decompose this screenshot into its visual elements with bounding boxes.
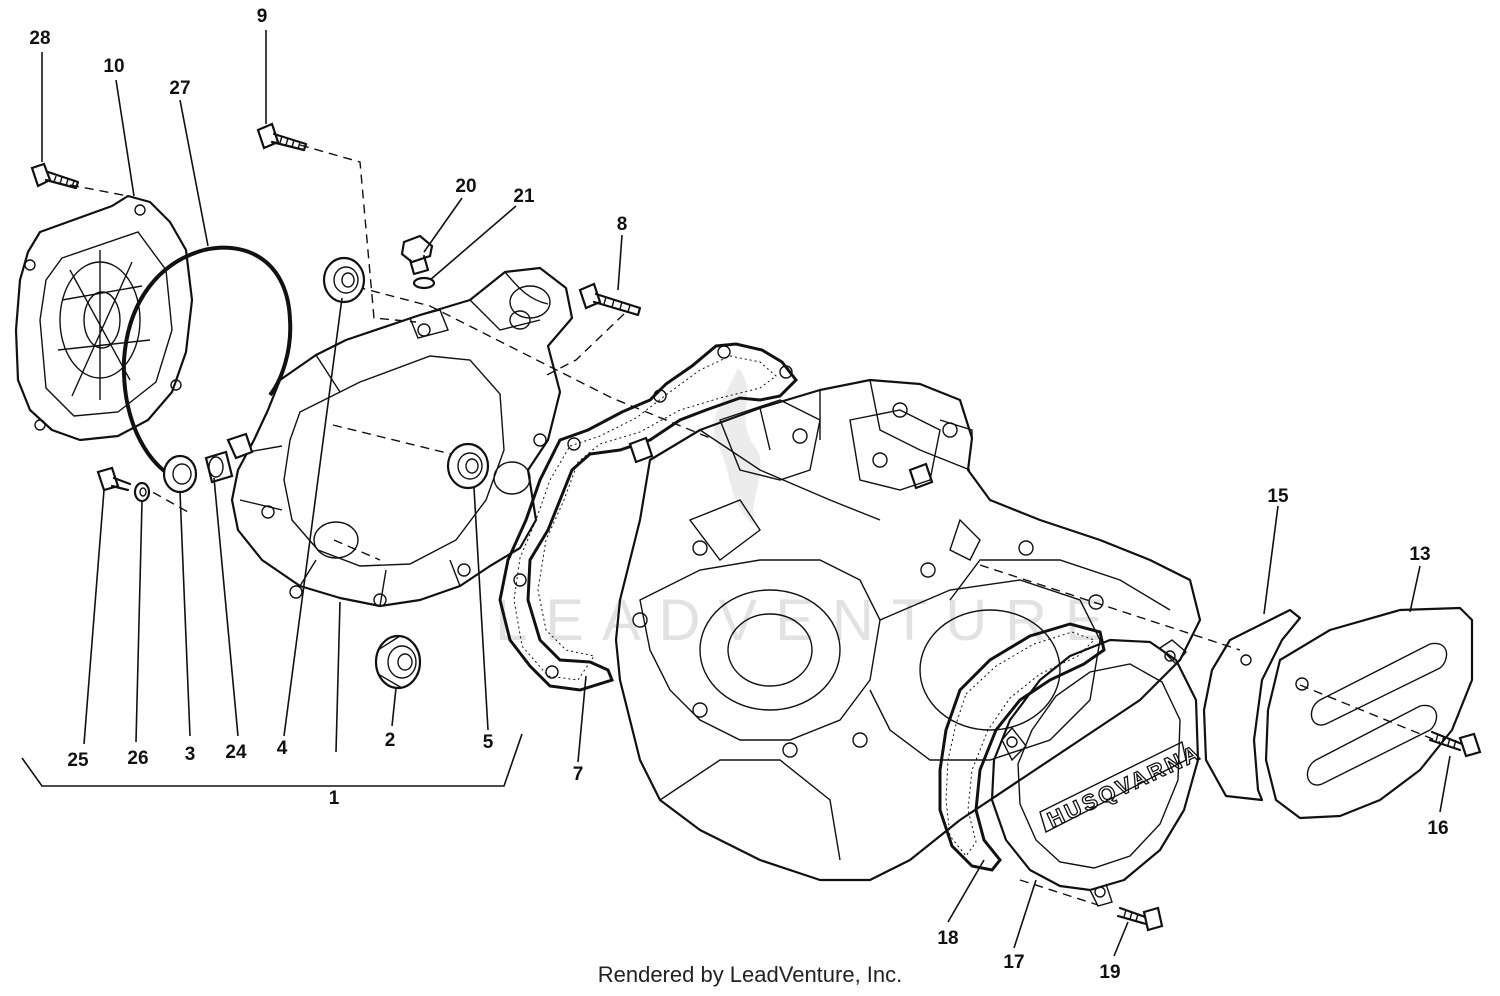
callout-27: 27 (169, 78, 190, 99)
watermark-text: LEADVENTURE (495, 588, 1122, 653)
part-10-outer-cover (14, 194, 194, 442)
part-25-bolt (96, 466, 132, 492)
callout-5: 5 (483, 732, 494, 753)
part-17-ignition-cover: HUSQVARNA (990, 638, 1206, 907)
leader-lines (21, 30, 1451, 957)
callout-2: 2 (385, 730, 396, 751)
callout-25: 25 (67, 750, 89, 771)
part-4-bearing (322, 256, 366, 304)
callout-26: 26 (127, 748, 148, 769)
part-9-bolt (256, 122, 308, 152)
callout-1: 1 (329, 788, 340, 809)
part-2-bearing (374, 634, 422, 690)
part-18-gasket (938, 622, 1106, 872)
callout-9: 9 (257, 6, 268, 27)
part-20-plug (400, 234, 434, 276)
callout-19: 19 (1099, 962, 1120, 983)
callout-24: 24 (225, 742, 247, 763)
part-5-bearing (446, 442, 490, 490)
part-15-gasket-plate (1202, 608, 1302, 802)
dowel-pins (628, 436, 934, 490)
callout-28: 28 (29, 28, 50, 49)
husqvarna-logo: HUSQVARNA (1044, 739, 1206, 832)
callout-16: 16 (1427, 818, 1448, 839)
callout-21: 21 (513, 186, 535, 207)
assembly-lines (69, 144, 1441, 906)
engine-crankcase (614, 378, 1202, 882)
callout-3: 3 (185, 744, 196, 765)
callout-13: 13 (1409, 544, 1430, 565)
callout-17: 17 (1003, 952, 1024, 973)
callout-labels: 28 10 27 9 20 21 8 15 13 16 19 17 18 7 5… (29, 6, 1448, 983)
part-16-bolt (1428, 730, 1482, 758)
callout-18: 18 (937, 928, 958, 949)
part-7-gasket (498, 342, 798, 692)
callout-10: 10 (103, 56, 124, 77)
callout-4: 4 (277, 738, 288, 759)
callout-20: 20 (455, 176, 476, 197)
callout-7: 7 (573, 764, 584, 785)
watermark: LEADVENTURE (495, 368, 1122, 653)
part-8-bolt (578, 282, 642, 317)
part-1-crankcase-cover (230, 266, 574, 608)
callout-8: 8 (617, 214, 628, 235)
part-3-bearing (162, 454, 198, 494)
part-13-cover-plate (1264, 606, 1474, 820)
part-19-bolt (1116, 906, 1164, 932)
part-26-washer (133, 481, 151, 503)
part-21-washer (412, 276, 436, 290)
part-28-bolt (30, 162, 80, 190)
part-27-o-ring (121, 245, 293, 477)
footer-credit: Rendered by LeadVenture, Inc. (597, 962, 903, 987)
callout-15: 15 (1267, 486, 1289, 507)
part-24-bushing (204, 432, 254, 484)
